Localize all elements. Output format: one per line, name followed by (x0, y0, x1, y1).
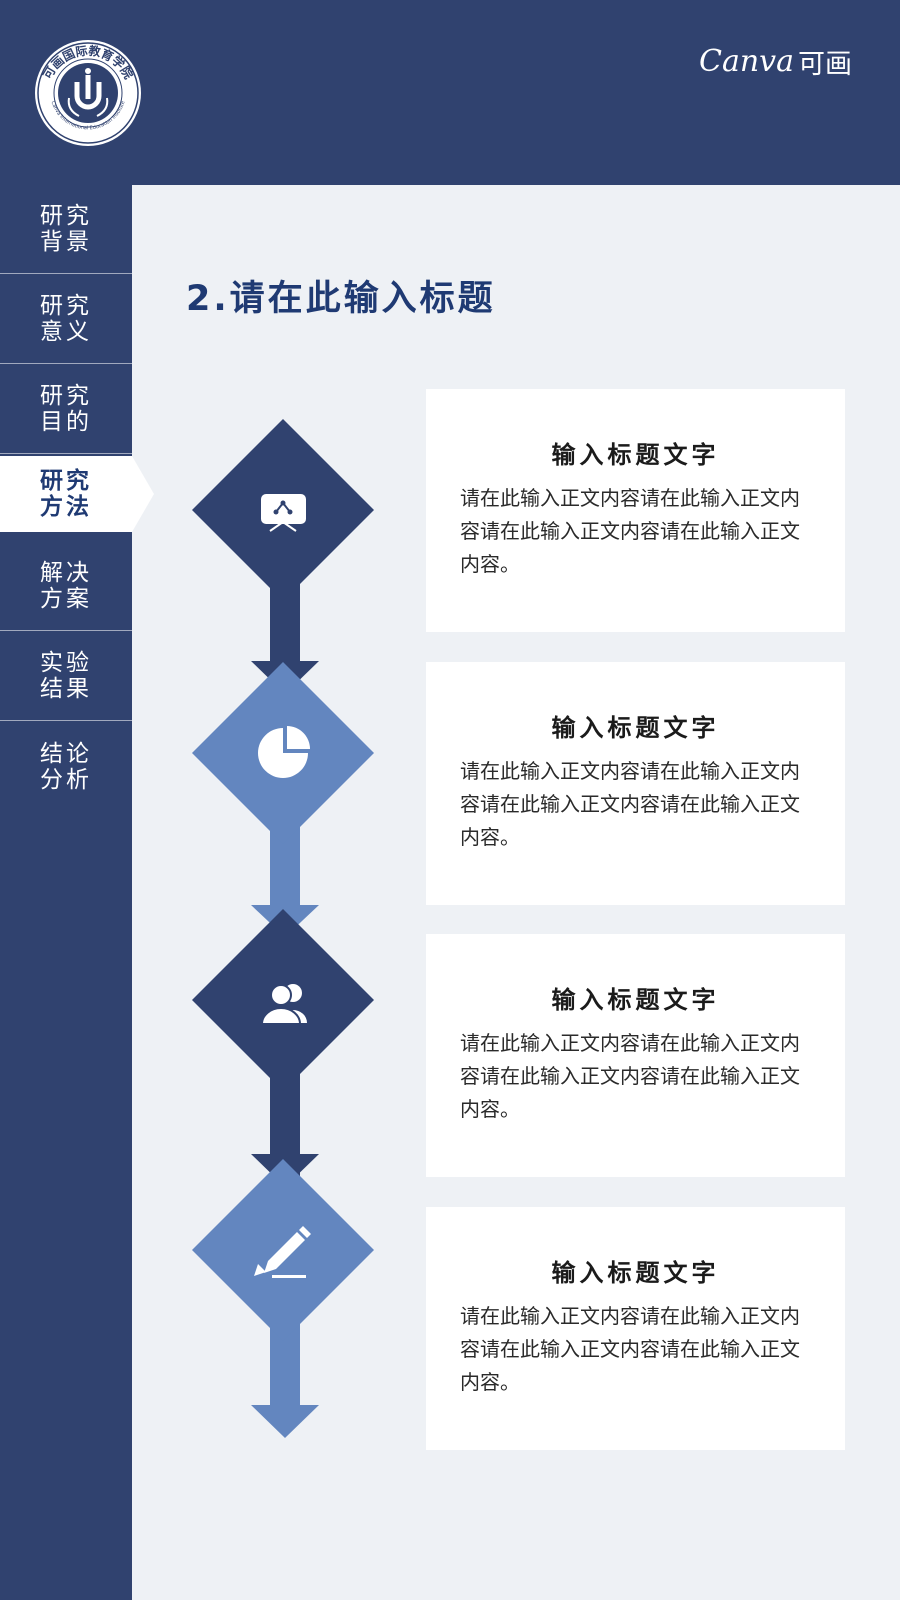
sidebar-item-research-method[interactable]: 研究方法 (0, 456, 154, 532)
institute-logo-icon: 可画国际教育学院 Canva International Education I… (35, 40, 141, 146)
arrow-head (251, 1405, 319, 1438)
pencil-icon (254, 1226, 311, 1278)
sidebar-item-label: 研究意义 (40, 293, 92, 345)
header-bar: 可画国际教育学院 Canva International Education I… (0, 0, 900, 185)
step-card-4: 输入标题文字 请在此输入正文内容请在此输入正文内容请在此输入正文内容请在此输入正… (426, 1207, 845, 1450)
presentation-icon (261, 494, 306, 532)
step-card-1: 输入标题文字 请在此输入正文内容请在此输入正文内容请在此输入正文内容请在此输入正… (426, 389, 845, 632)
card-body: 请在此输入正文内容请在此输入正文内容请在此输入正文内容请在此输入正文内容。 (460, 759, 800, 849)
canva-brand-logo: Canva 可画 (699, 42, 852, 81)
card-title: 输入标题文字 (551, 714, 720, 742)
sidebar-nav (0, 185, 132, 1600)
users-icon (260, 984, 307, 1025)
card-title: 输入标题文字 (551, 986, 720, 1014)
timeline-step-3 (192, 909, 374, 1187)
page-title: 2.请在此输入标题 (186, 279, 496, 319)
pie-chart-icon (258, 726, 310, 778)
timeline-step-4 (192, 1159, 374, 1438)
card-body: 请在此输入正文内容请在此输入正文内容请在此输入正文内容请在此输入正文内容。 (460, 486, 800, 576)
step-card-2: 输入标题文字 请在此输入正文内容请在此输入正文内容请在此输入正文内容请在此输入正… (426, 662, 845, 905)
sidebar-item-experiment-results[interactable]: 实验结果 (0, 632, 132, 721)
step-card-3: 输入标题文字 请在此输入正文内容请在此输入正文内容请在此输入正文内容请在此输入正… (426, 934, 845, 1177)
sidebar-item-conclusion-analysis[interactable]: 结论分析 (0, 722, 132, 811)
sidebar-item-label: 研究背景 (40, 203, 92, 255)
card-body: 请在此输入正文内容请在此输入正文内容请在此输入正文内容请在此输入正文内容。 (460, 1304, 800, 1394)
brand-latin: Canva (699, 44, 794, 79)
sidebar-item-research-background[interactable]: 研究背景 (0, 185, 132, 274)
sidebar-item-label: 解决方案 (40, 560, 92, 612)
brand-chinese: 可画 (798, 49, 852, 80)
sidebar-item-research-purpose[interactable]: 研究目的 (0, 365, 132, 454)
timeline-step-1 (192, 419, 374, 694)
sidebar-item-label: 研究目的 (40, 383, 92, 435)
sidebar-item-label: 实验结果 (40, 650, 92, 702)
card-title: 输入标题文字 (551, 1259, 720, 1287)
sidebar-item-label: 研究方法 (40, 468, 92, 520)
sidebar-item-research-significance[interactable]: 研究意义 (0, 275, 132, 364)
sidebar-item-label: 结论分析 (40, 740, 92, 793)
card-title: 输入标题文字 (551, 441, 720, 469)
timeline-step-2 (192, 662, 374, 937)
sidebar-item-solution[interactable]: 解决方案 (0, 542, 132, 631)
card-body: 请在此输入正文内容请在此输入正文内容请在此输入正文内容请在此输入正文内容。 (460, 1031, 800, 1121)
